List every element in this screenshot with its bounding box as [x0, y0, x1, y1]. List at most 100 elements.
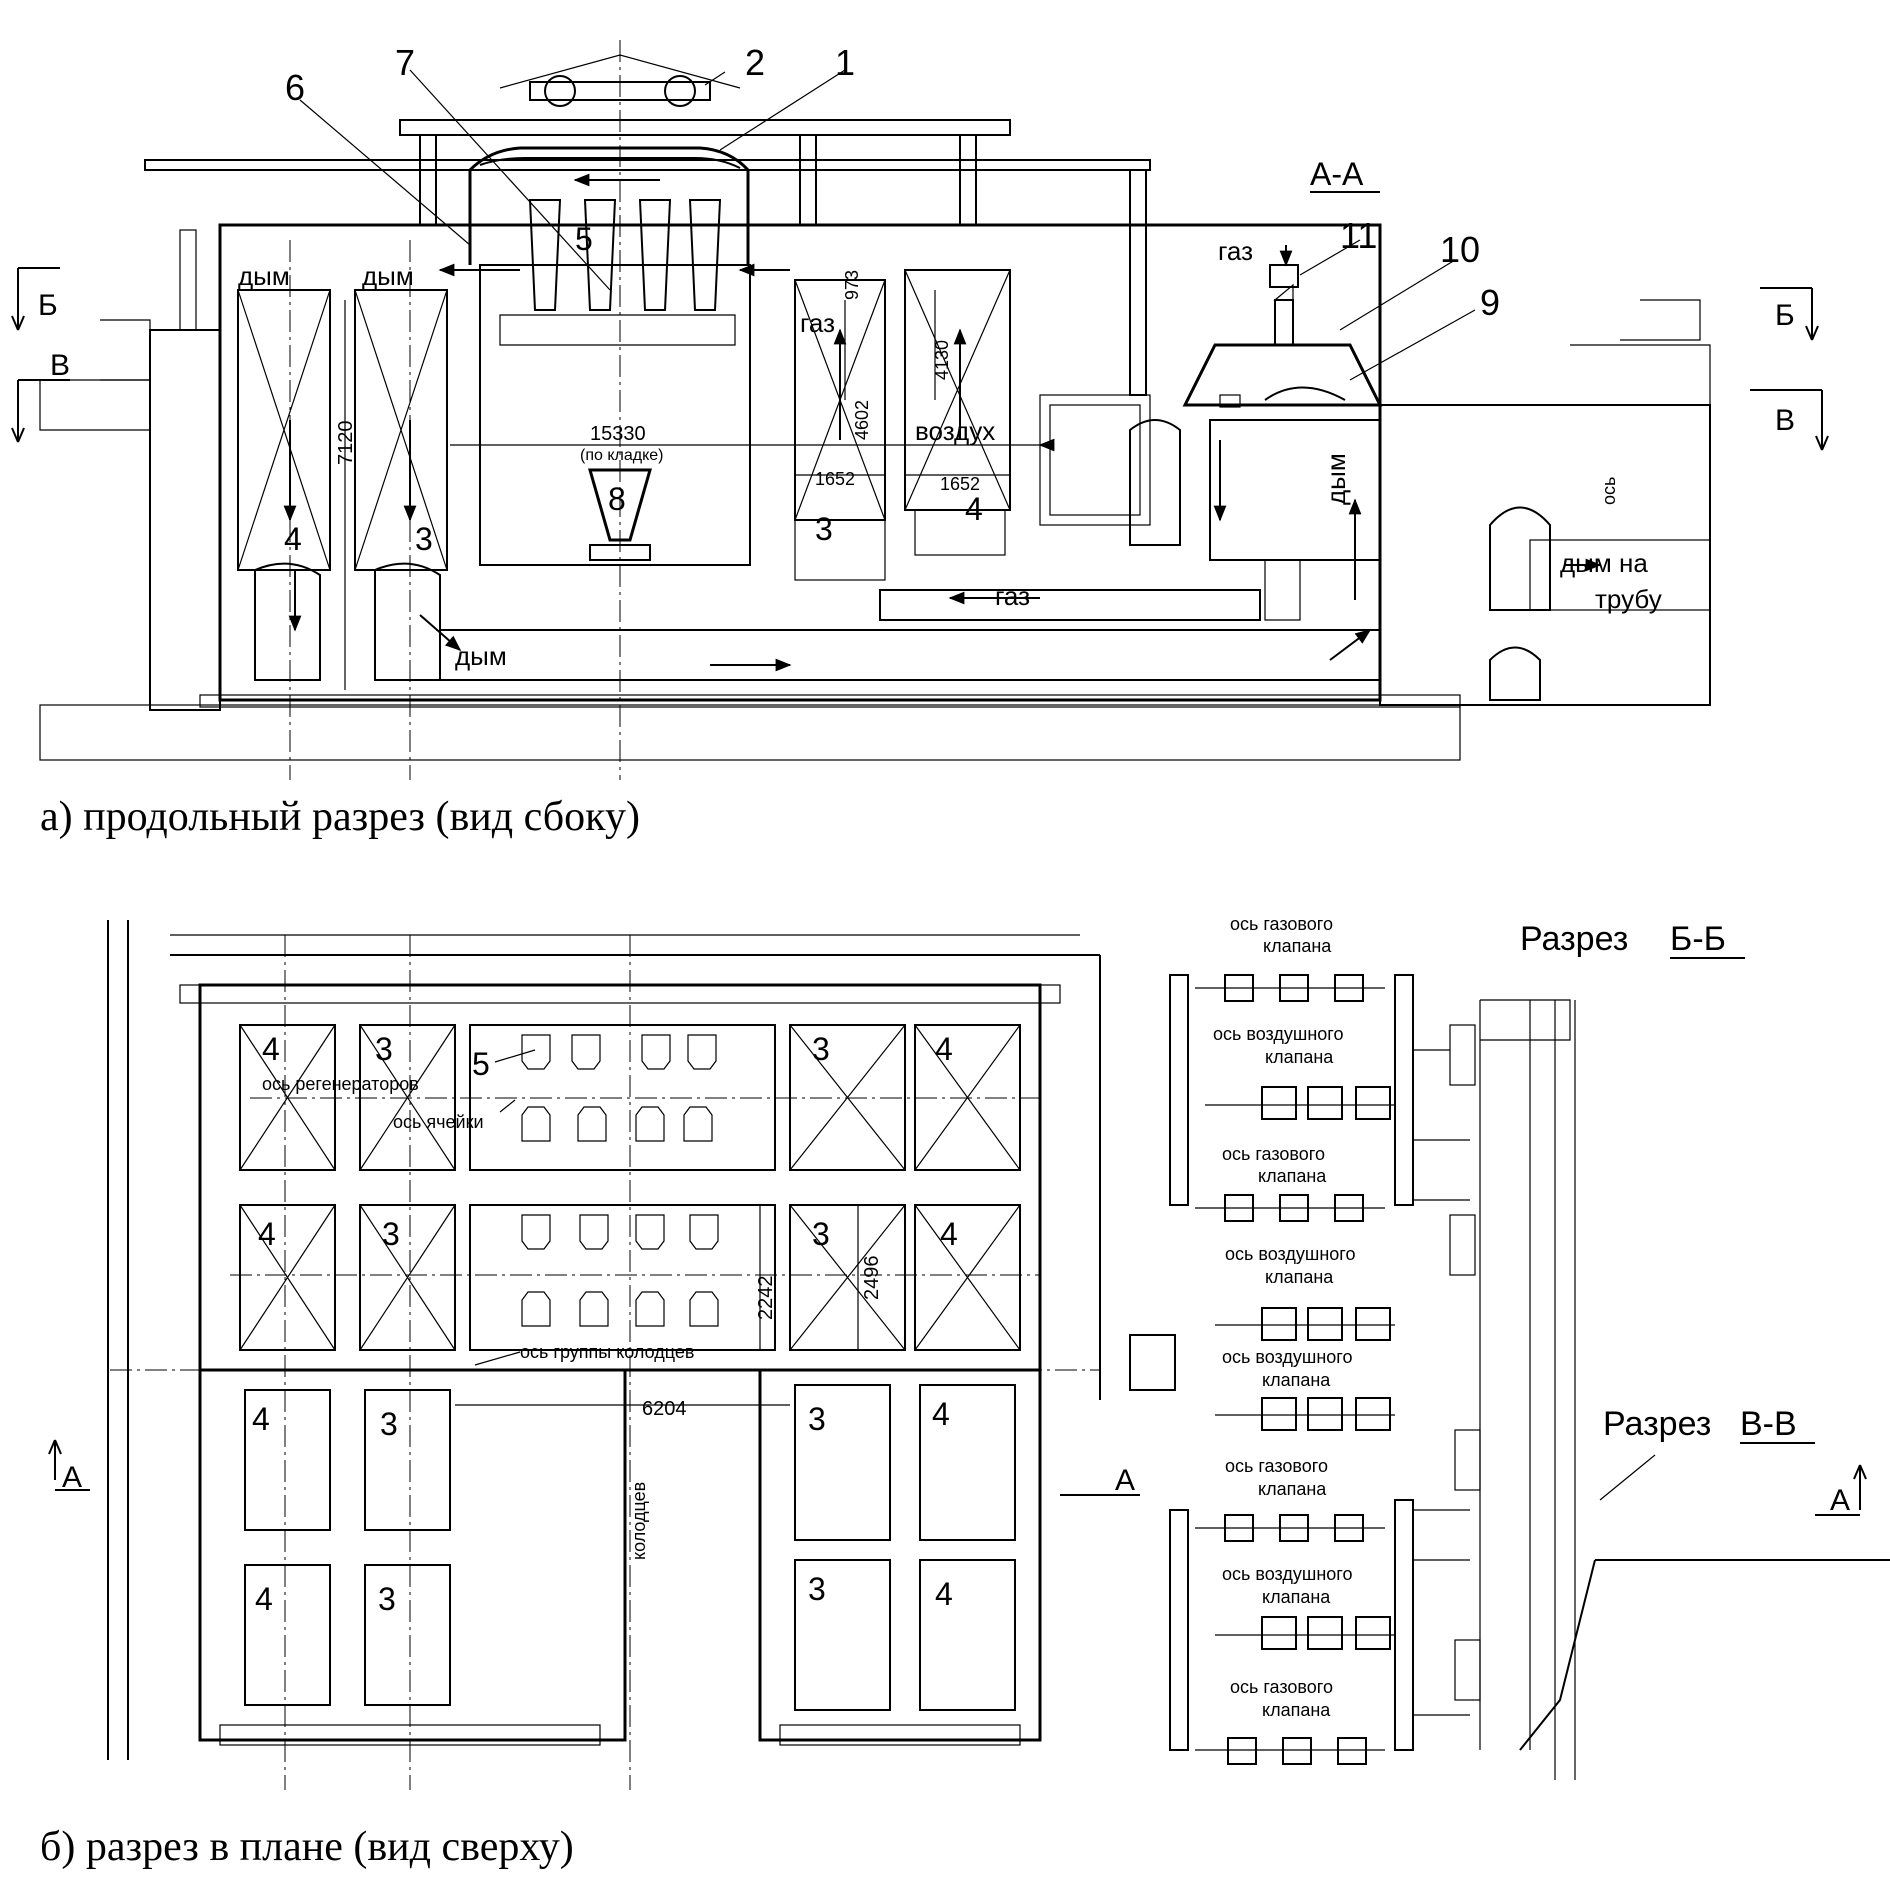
plan-label-4-r2a: 4 — [258, 1216, 276, 1252]
axis-label-wells-1: ось — [1599, 477, 1619, 505]
label-regen-4-left: 4 — [284, 521, 302, 557]
plan-cells — [469, 1024, 776, 1351]
mark-a-right: А — [1830, 1484, 1850, 1517]
air-axis-4-line1: ось воздушного — [1222, 1564, 1353, 1584]
section-bb-mark: Б-Б — [1670, 920, 1726, 958]
plan-left-masonry — [198, 1368, 627, 1742]
plan-label-3-r4c: 3 — [808, 1571, 826, 1607]
dim-1652-a: 1652 — [815, 469, 855, 489]
axis-label-regenerators: ось регенераторов — [262, 1074, 419, 1094]
left-flue-stub — [39, 379, 151, 431]
callout-10: 10 — [1440, 229, 1480, 270]
label-regen-3-left: 3 — [415, 521, 433, 557]
plan-right-masonry — [758, 1368, 1042, 1742]
ingots — [528, 199, 722, 311]
valve-house — [1182, 264, 1383, 408]
side-section: А-А 2 1 6 7 11 10 9 4 3 5 8 3 4 дым дым … — [11, 40, 1829, 840]
flow-air: воздух — [915, 416, 995, 446]
dim-15330: 15330 — [590, 423, 646, 445]
plan-label-4-r2d: 4 — [940, 1216, 958, 1252]
plan-label-3-r2c: 3 — [812, 1216, 830, 1252]
axis-label-wells-2: колодцев — [629, 1482, 649, 1560]
flow-smoke-bottom: дым — [455, 641, 507, 671]
section-aa-title: А-А — [1310, 156, 1364, 192]
valve-panel: ось газового клапана ось воздушного клап… — [1129, 914, 1890, 1780]
right-flue-block — [1379, 404, 1711, 706]
caption-plan: б) разрез в плане (вид сверху) — [40, 1824, 574, 1870]
plan-label-3-r3c: 3 — [808, 1401, 826, 1437]
plan-view: 4 3 3 4 4 3 3 4 4 3 3 4 4 3 3 4 5 ось ре… — [40, 477, 1867, 1870]
callout-1: 1 — [835, 42, 855, 83]
plan-label-4-r4a: 4 — [255, 1581, 273, 1617]
gas-axis-2-line1: ось газового — [1222, 1144, 1325, 1164]
valve-row-air-2 — [1215, 1307, 1395, 1341]
label-ingots-5: 5 — [575, 221, 593, 257]
valve-row-gas-1 — [1195, 974, 1385, 1002]
plan-label-4-r1a: 4 — [262, 1031, 280, 1067]
flow-smoke-2: дым — [362, 261, 414, 291]
plan-label-4-r1d: 4 — [935, 1031, 953, 1067]
mark-b-right: Б — [1775, 299, 1795, 332]
crane-beam — [399, 119, 1011, 136]
section-vv-label: Разрез — [1603, 1405, 1711, 1443]
top-steel-beam — [144, 159, 1151, 171]
mark-b-left: Б — [38, 289, 58, 322]
section-bb-label: Разрез — [1520, 920, 1628, 958]
plan-label-3-r3b: 3 — [380, 1406, 398, 1442]
callout-7: 7 — [395, 42, 415, 83]
dim-4130: 4130 — [932, 340, 952, 380]
gas-channel — [879, 589, 1261, 621]
callout-6: 6 — [285, 67, 305, 108]
gas-axis-4-line1: ось газового — [1230, 1677, 1333, 1697]
gas-axis-1-line2: клапана — [1263, 936, 1332, 956]
dim-6204: 6204 — [642, 1398, 687, 1420]
left-air-regenerator — [237, 289, 331, 571]
flow-gas-inlet: газ — [1218, 236, 1253, 266]
air-axis-2-line1: ось воздушного — [1225, 1244, 1356, 1264]
flow-gas-upper: газ — [800, 308, 835, 338]
furnace-masonry — [218, 223, 1382, 702]
plan-label-3-r2b: 3 — [382, 1216, 400, 1252]
flow-smoke-stack-1: дым на — [1560, 548, 1648, 578]
left-gas-regenerator — [354, 289, 448, 571]
soaking-pit-cell — [479, 264, 751, 566]
flow-smoke-1: дым — [238, 261, 290, 291]
axis-label-cell: ось ячейки — [393, 1112, 484, 1132]
label-regen-4-right: 4 — [965, 491, 983, 527]
gas-axis-4-line2: клапана — [1262, 1700, 1331, 1720]
dim-4602: 4602 — [852, 400, 872, 440]
callout-9: 9 — [1480, 282, 1500, 323]
plan-label-4-r4d: 4 — [935, 1576, 953, 1612]
flow-smoke-stack-2: трубу — [1595, 584, 1662, 614]
plan-label-3-r4b: 3 — [378, 1581, 396, 1617]
gas-axis-1-line1: ось газового — [1230, 914, 1333, 934]
dim-2496: 2496 — [861, 1256, 883, 1301]
valve-row-air-4 — [1215, 1616, 1395, 1650]
dim-15330-note: (по кладке) — [580, 447, 664, 464]
air-axis-3-line2: клапана — [1262, 1370, 1331, 1390]
axis-label-well-group: ось группы колодцев — [520, 1342, 694, 1362]
label-regen-3-right: 3 — [815, 511, 833, 547]
callout-2: 2 — [745, 42, 765, 83]
gas-axis-2-line2: клапана — [1258, 1166, 1327, 1186]
cell-hearth — [499, 314, 736, 346]
callout-11: 11 — [1340, 215, 1377, 256]
air-axis-1-line2: клапана — [1265, 1047, 1334, 1067]
dim-7120: 7120 — [335, 421, 357, 466]
valve-row-gas-2 — [1195, 1194, 1385, 1222]
air-axis-3-line1: ось воздушного — [1222, 1347, 1353, 1367]
mark-v-left: В — [50, 349, 70, 382]
plan-label-cells-5: 5 — [472, 1046, 490, 1082]
plan-label-3-r1b: 3 — [375, 1031, 393, 1067]
dim-973: 973 — [842, 270, 862, 300]
left-end-wall — [149, 329, 221, 711]
gas-axis-3-line2: клапана — [1258, 1479, 1327, 1499]
mark-v-right: В — [1775, 404, 1795, 437]
valve-row-air-1 — [1205, 1086, 1395, 1120]
flow-arrows — [283, 173, 1602, 672]
cell-cover — [468, 146, 750, 265]
flow-smoke-valve: дым — [1321, 453, 1351, 505]
stack-flue — [1489, 506, 1551, 611]
air-axis-1-line1: ось воздушного — [1213, 1024, 1344, 1044]
